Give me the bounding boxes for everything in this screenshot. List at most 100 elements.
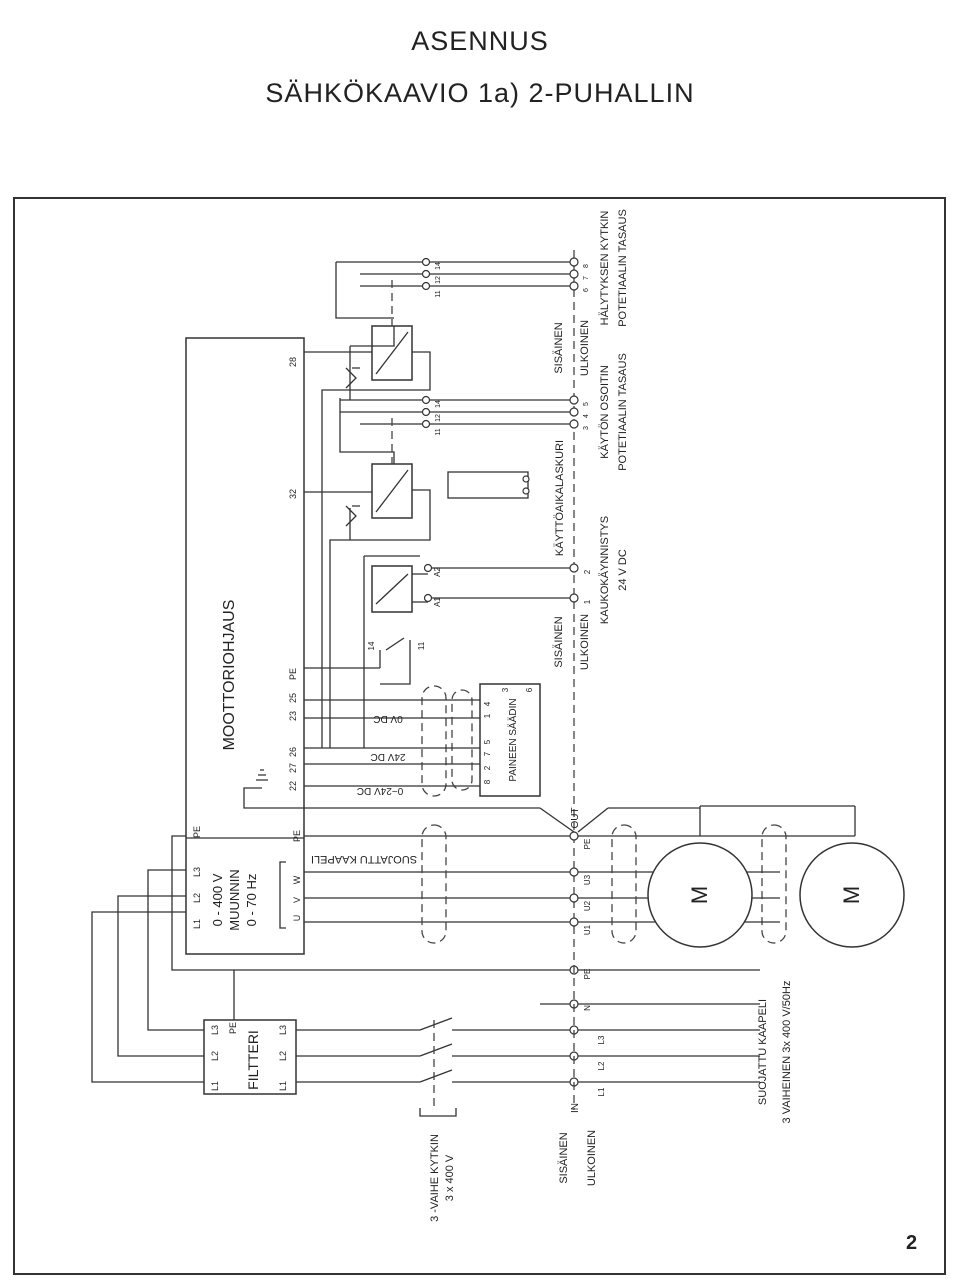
svg-text:1: 1 [583,599,592,604]
cable-shield-motor2 [761,824,787,944]
runtime-counter-label: KÄYTTÖAIKALASKURI [554,440,566,556]
drive-rating: 0 - 400 V MUUNNIN 0 - 70 Hz [210,869,259,930]
svg-text:3 x 400 V: 3 x 400 V [444,1154,456,1201]
svg-text:SISÄINEN: SISÄINEN [553,616,565,667]
svg-text:FILTTERI: FILTTERI [245,1030,261,1090]
svg-text:3: 3 [501,687,510,692]
svg-text:3 -VAIHE KYTKIN: 3 -VAIHE KYTKIN [429,1134,441,1222]
svg-text:32: 32 [288,489,298,499]
svg-text:U2: U2 [583,900,592,911]
svg-text:L3: L3 [192,867,202,877]
svg-text:2: 2 [483,765,492,770]
svg-text:IN: IN [570,1103,581,1113]
svg-text:5: 5 [583,402,590,406]
svg-text:24 V DC: 24 V DC [617,549,629,591]
filter-label: FILTTERI [245,1030,261,1090]
cable-shield-sensor [421,685,447,797]
control-voltage-labels: 0V DC 24V DC 0−24V DC [357,713,406,796]
svg-text:L3: L3 [210,1025,220,1035]
svg-text:0−24V DC: 0−24V DC [357,785,403,796]
svg-text:N: N [583,1005,592,1011]
svg-text:22: 22 [288,781,298,791]
svg-text:12: 12 [435,276,442,284]
svg-text:PE: PE [292,830,302,842]
svg-text:ULKOINEN: ULKOINEN [579,614,591,670]
svg-text:L1: L1 [192,919,202,929]
svg-text:0 - 400 V: 0 - 400 V [210,873,225,926]
svg-text:7: 7 [583,276,590,280]
svg-text:4: 4 [583,414,590,418]
svg-text:M: M [839,886,864,904]
svg-text:27: 27 [288,763,298,773]
svg-text:L1: L1 [278,1081,288,1091]
svg-text:4: 4 [483,701,492,706]
drive-control-terminals: 28 32 PE 25 23 22 27 26 [288,357,298,791]
pressure-sensor-label: PAINEEN SÄÄDIN [507,698,519,781]
svg-text:26: 26 [288,747,298,757]
svg-text:11: 11 [435,290,442,297]
svg-text:7: 7 [483,751,492,756]
supply-cable-label: SUOJATTU KAAPELI 3 VAIHEINEN 3x 400 V/50… [757,981,793,1124]
svg-text:6: 6 [583,288,590,292]
svg-text:14: 14 [367,641,376,650]
svg-text:0V DC: 0V DC [373,713,402,724]
svg-text:6: 6 [525,687,534,692]
svg-text:U: U [292,915,302,922]
svg-text:14: 14 [435,262,442,270]
alarm-terminals: 11 12 14 6 7 8 [421,257,590,298]
svg-text:L2: L2 [192,893,202,903]
svg-text:KAUKOKÄYNNISTYS: KAUKOKÄYNNISTYS [599,516,611,624]
svg-text:23: 23 [288,711,298,721]
diagram-frame [13,197,946,1275]
motor-out-terminals: PE U3 U2 U1 OUT [569,807,592,935]
svg-text:POTETIAALIN TASAUS: POTETIAALIN TASAUS [617,353,629,471]
drive-cable-label: SUOJATTU KAAPELI [311,853,417,865]
svg-text:OUT: OUT [570,807,581,828]
svg-text:PE: PE [192,826,202,838]
main-switch-label: 3 -VAIHE KYTKIN 3 x 400 V [429,1134,456,1222]
svg-text:HÄLYTYKSEN KYTKIN: HÄLYTYKSEN KYTKIN [599,211,611,326]
alarm-side-label: SISÄINEN ULKOINEN [553,320,591,376]
svg-text:MUUNNIN: MUUNNIN [227,869,242,930]
svg-text:L2: L2 [278,1051,288,1061]
svg-text:3 VAIHEINEN 3x 400 V/50Hz: 3 VAIHEINEN 3x 400 V/50Hz [781,981,793,1124]
svg-text:U1: U1 [583,924,592,935]
motor-1: M [647,842,753,948]
svg-text:1: 1 [483,713,492,718]
svg-text:PE: PE [583,839,592,850]
in-side-label: SISÄINEN ULKOINEN [558,1130,598,1186]
drive-power-terminals: PE L3 L2 L1 W V U PE [192,826,302,929]
svg-text:A2: A2 [433,567,442,577]
page-subtitle: SÄHKÖKAAVIO 1a) 2-PUHALLIN [265,78,695,108]
svg-text:PE: PE [288,668,298,680]
svg-text:PE: PE [583,969,592,980]
relay-remote-start [371,565,413,613]
svg-text:SUOJATTU KAAPELI: SUOJATTU KAAPELI [311,853,417,865]
page-title: ASENNUS [411,26,549,56]
sensor-terminals: 3 6 4 1 5 7 2 8 [483,687,534,784]
filter-box [203,1019,297,1095]
svg-text:KÄYTÖN OSOITIN: KÄYTÖN OSOITIN [599,365,611,459]
svg-text:L1: L1 [597,1087,606,1096]
svg-text:2: 2 [583,569,592,574]
drive-box [185,337,305,955]
svg-text:0 - 70 Hz: 0 - 70 Hz [244,874,259,927]
svg-text:8: 8 [483,779,492,784]
drive-title: MOOTTORIOHJAUS [221,600,238,751]
remote-start-label: KAUKOKÄYNNISTYS 24 V DC [599,516,629,624]
svg-text:SUOJATTU KAAPELI: SUOJATTU KAAPELI [757,999,769,1105]
svg-text:V: V [292,897,302,903]
svg-text:5: 5 [483,739,492,744]
cable-shield-drive-out [421,824,447,944]
svg-text:ULKOINEN: ULKOINEN [579,320,591,376]
svg-text:11: 11 [417,641,426,650]
filter-terminals: L1 L2 PE L3 L1 L2 L3 [210,1022,288,1091]
svg-text:11: 11 [435,428,442,435]
svg-text:W: W [292,875,302,884]
svg-text:U3: U3 [583,874,592,885]
svg-text:L3: L3 [597,1035,606,1044]
svg-text:PE: PE [228,1022,238,1034]
svg-text:28: 28 [288,357,298,367]
svg-text:L2: L2 [597,1061,606,1070]
